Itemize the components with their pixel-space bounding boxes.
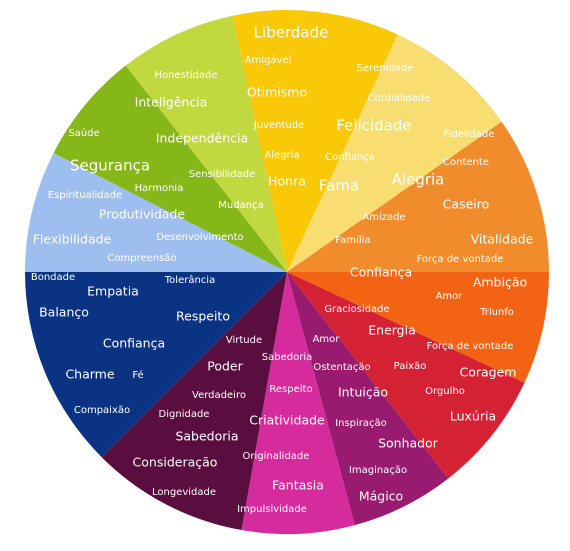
label-amor: Amor	[436, 291, 464, 302]
wheel-segment-liberdade	[232, 10, 398, 272]
label-sabedoria: Sabedoria	[262, 352, 312, 363]
wheel-segment-honestidade	[125, 15, 287, 272]
label-forca-de-vontade: Força de vontade	[427, 341, 514, 352]
label-alegria: Alegria	[264, 150, 299, 161]
label-coragem: Coragem	[460, 365, 517, 380]
wheel-segment-saude	[53, 65, 288, 272]
label-compreensao: Compreensão	[107, 253, 176, 264]
label-liberdade: Liberdade	[254, 24, 329, 42]
label-fama: Fama	[319, 177, 359, 195]
label-felicidade: Felicidade	[336, 117, 411, 135]
label-seguranca: Segurança	[70, 157, 150, 175]
label-fantasia: Fantasia	[272, 478, 324, 493]
wheel-segment-serenidade	[287, 34, 502, 272]
label-energia: Energia	[368, 323, 416, 338]
label-desenvolvimento: Desenvolvimento	[156, 232, 243, 243]
wheel-segment-virtude	[101, 272, 288, 531]
label-triunfo: Triunfo	[479, 307, 514, 318]
label-imaginacao: Imaginação	[349, 465, 407, 476]
label-intuicao: Intuição	[338, 385, 388, 400]
label-virtude: Virtude	[226, 335, 262, 346]
label-respeito: Respeito	[269, 384, 312, 395]
label-tolerancia: Tolerância	[164, 274, 215, 286]
label-cordialidade: Cordialidade	[368, 93, 431, 104]
label-flexibilidade: Flexibilidade	[33, 232, 112, 247]
label-mudanca: Mudança	[218, 200, 263, 211]
label-originalidade: Originalidade	[243, 451, 310, 462]
label-bondade: Bondade	[31, 272, 75, 283]
wheel-segment-sabedoria	[241, 272, 355, 534]
label-graciosidade: Graciosidade	[324, 304, 389, 315]
label-independencia: Independência	[156, 131, 248, 146]
label-espiritualidade: Espiritualidade	[48, 190, 122, 201]
label-amor: Amor	[313, 334, 341, 345]
label-harmonia: Harmonia	[135, 183, 184, 194]
label-otimismo: Otimismo	[247, 85, 307, 100]
label-forca-de-vontade: Força de vontade	[417, 254, 504, 265]
label-contente: Contente	[443, 157, 489, 168]
label-magico: Mágico	[359, 489, 403, 504]
wheel-segment-flexibilidade	[25, 153, 287, 272]
label-confianca: Confiança	[350, 265, 412, 280]
label-amizade: Amizade	[362, 212, 405, 223]
label-dignidade: Dignidade	[159, 409, 210, 420]
label-amigavel: Amigável	[245, 54, 292, 66]
label-ambicao: Ambição	[473, 275, 527, 290]
label-serenidade: Serenidade	[357, 63, 414, 74]
label-charme: Charme	[65, 367, 114, 382]
wheel-segment-respeito	[25, 272, 287, 458]
label-confianca: Confiança	[103, 336, 165, 351]
label-luxuria: Luxúria	[450, 409, 496, 424]
label-verdadeiro: Verdadeiro	[192, 390, 246, 401]
label-impulsividade: Impulsividade	[237, 504, 307, 515]
label-poder: Poder	[207, 359, 243, 374]
label-honra: Honra	[268, 174, 306, 189]
label-paixao: Paixão	[394, 361, 427, 372]
label-respeito: Respeito	[176, 309, 230, 324]
label-ostentacao: Ostentação	[313, 362, 370, 373]
label-honestidade: Honestidade	[154, 70, 217, 81]
label-balanco: Balanço	[39, 305, 89, 320]
label-fidelidade: Fidelidade	[444, 129, 495, 140]
wheel-segment-fidelidade	[287, 121, 549, 272]
label-caseiro: Caseiro	[443, 197, 490, 212]
label-fe: Fé	[132, 369, 143, 381]
label-inspiracao: Inspiração	[335, 418, 387, 429]
label-sensibilidade: Sensibilidade	[189, 169, 255, 180]
label-orgulho: Orgulho	[425, 386, 465, 397]
label-criatividade: Criatividade	[249, 413, 325, 428]
wheel-segment-graciosidade	[287, 272, 525, 479]
label-produtividade: Produtividade	[99, 207, 185, 222]
wheel-segment-amor	[287, 272, 449, 526]
label-confianca: Confiança	[325, 152, 375, 163]
label-inteligencia: Inteligência	[135, 95, 208, 110]
label-compaixao: Compaixão	[74, 405, 130, 416]
label-saude: Saúde	[68, 127, 99, 139]
label-longevidade: Longevidade	[152, 487, 216, 498]
label-alegria: Alegria	[392, 171, 445, 189]
label-vitalidade: Vitalidade	[471, 232, 534, 247]
label-empatia: Empatia	[87, 284, 139, 299]
label-familia: Família	[335, 234, 370, 246]
label-consideracao: Consideração	[133, 455, 218, 470]
label-juventude: Juventude	[253, 120, 304, 131]
label-sabedoria: Sabedoria	[175, 429, 238, 444]
wheel-segment-vitalidade	[287, 272, 549, 383]
label-sonhador: Sonhador	[378, 436, 439, 451]
